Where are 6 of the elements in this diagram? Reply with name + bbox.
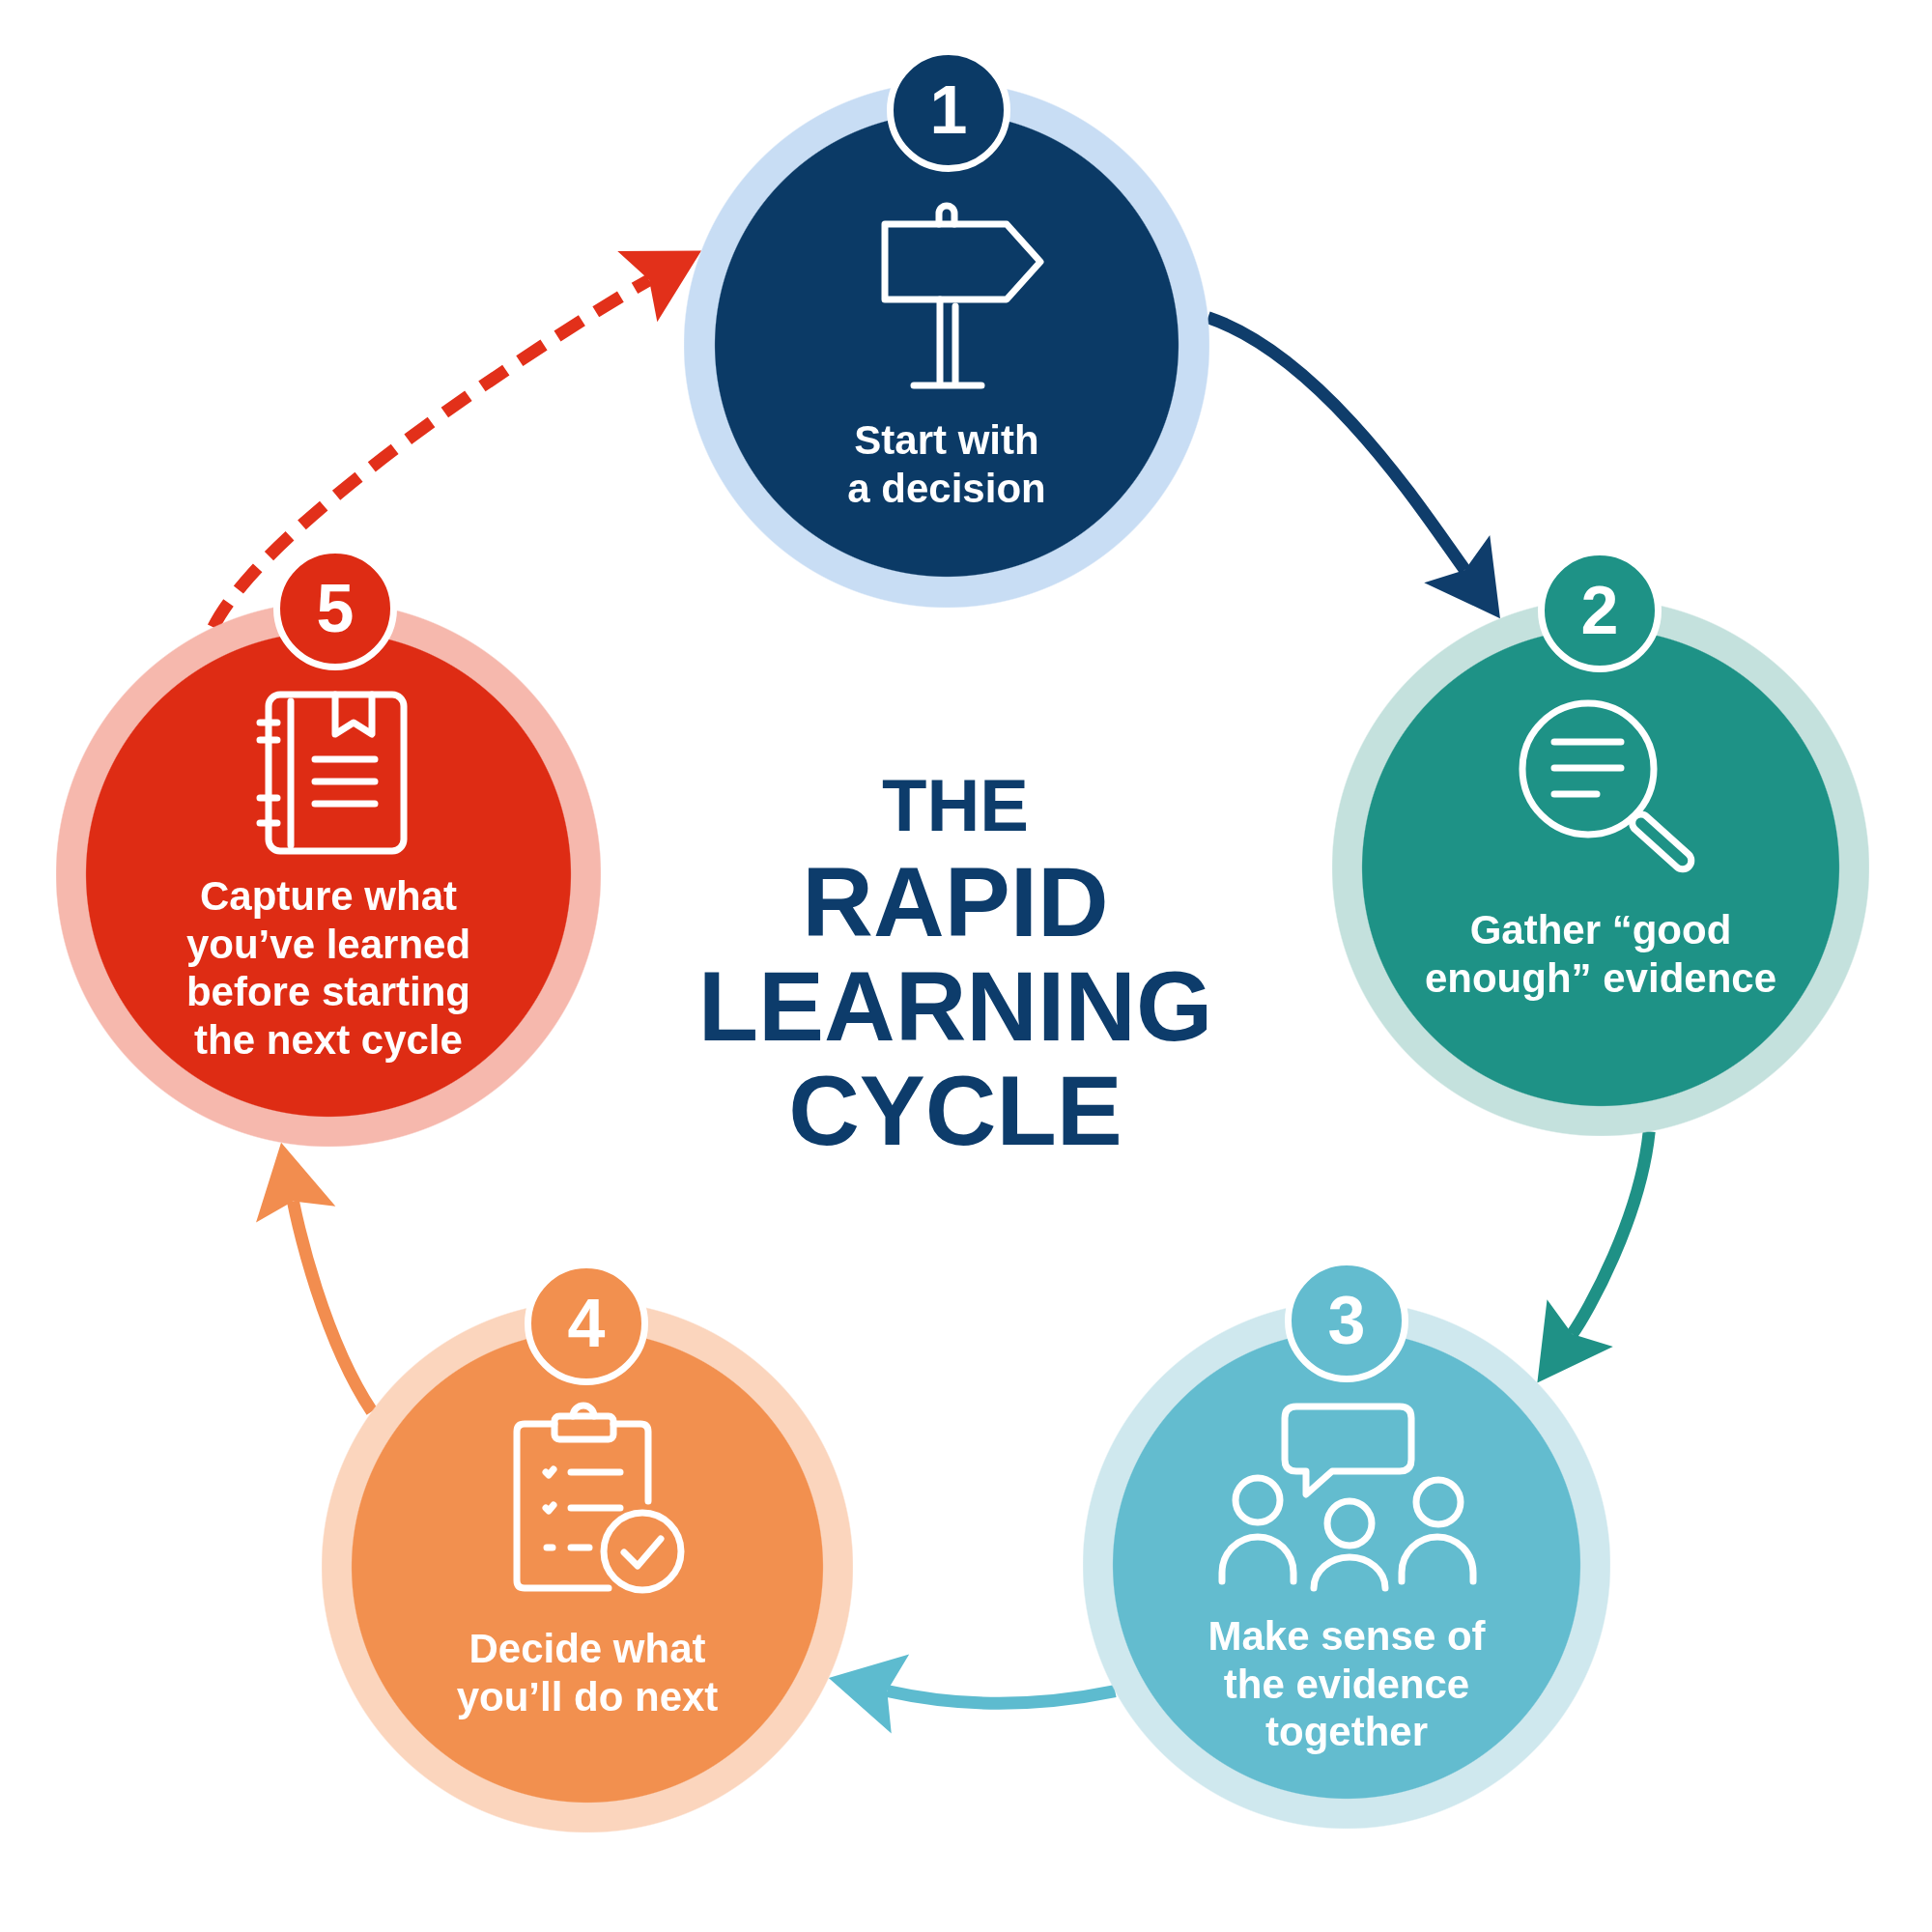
diagram-title: THE RAPID LEARNING CYCLE: [696, 769, 1214, 1163]
step-label: Start with a decision: [846, 416, 1047, 513]
step-label: Gather “good enough” evidence: [1423, 906, 1778, 1003]
step-label: Decide what you’ll do next: [455, 1625, 720, 1721]
step-label: Capture what you’ve learned before starting the next cycle: [185, 872, 472, 1065]
step-label: Make sense of the evidence together: [1207, 1612, 1487, 1756]
